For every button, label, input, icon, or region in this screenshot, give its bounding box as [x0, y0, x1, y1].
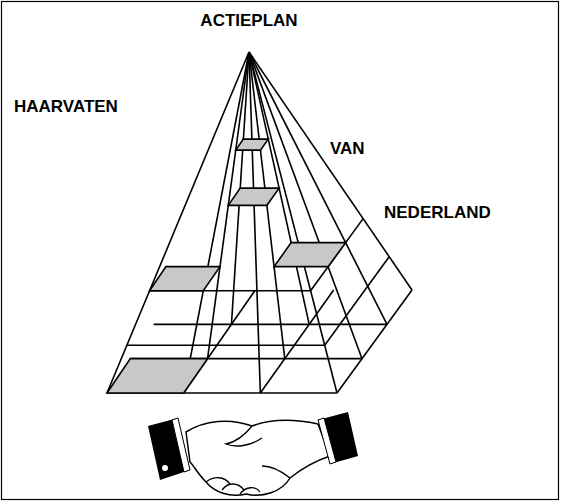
pyramid-line: [184, 52, 249, 393]
shaded-cell: [228, 188, 279, 205]
shaded-cell: [150, 267, 220, 291]
pyramid-line: [127, 344, 325, 346]
pyramid-line: [154, 324, 387, 326]
handshake-symbol: [148, 412, 358, 495]
pyramid-line: [249, 52, 412, 290]
pyramid-line: [249, 52, 337, 393]
title-word: VAN: [330, 140, 365, 159]
pyramid: [107, 52, 412, 393]
shaded-cell: [274, 243, 346, 267]
title-word: NEDERLAND: [384, 204, 491, 223]
title-word: ACTIEPLAN: [200, 12, 297, 31]
title-word: HAARVATEN: [14, 98, 118, 117]
shaded-cell: [236, 139, 269, 150]
pyramid-line: [107, 52, 249, 393]
pyramid-line: [260, 290, 333, 393]
pyramid-line: [337, 290, 412, 393]
shaded-cell: [107, 359, 208, 393]
pyramid-line: [325, 257, 390, 346]
